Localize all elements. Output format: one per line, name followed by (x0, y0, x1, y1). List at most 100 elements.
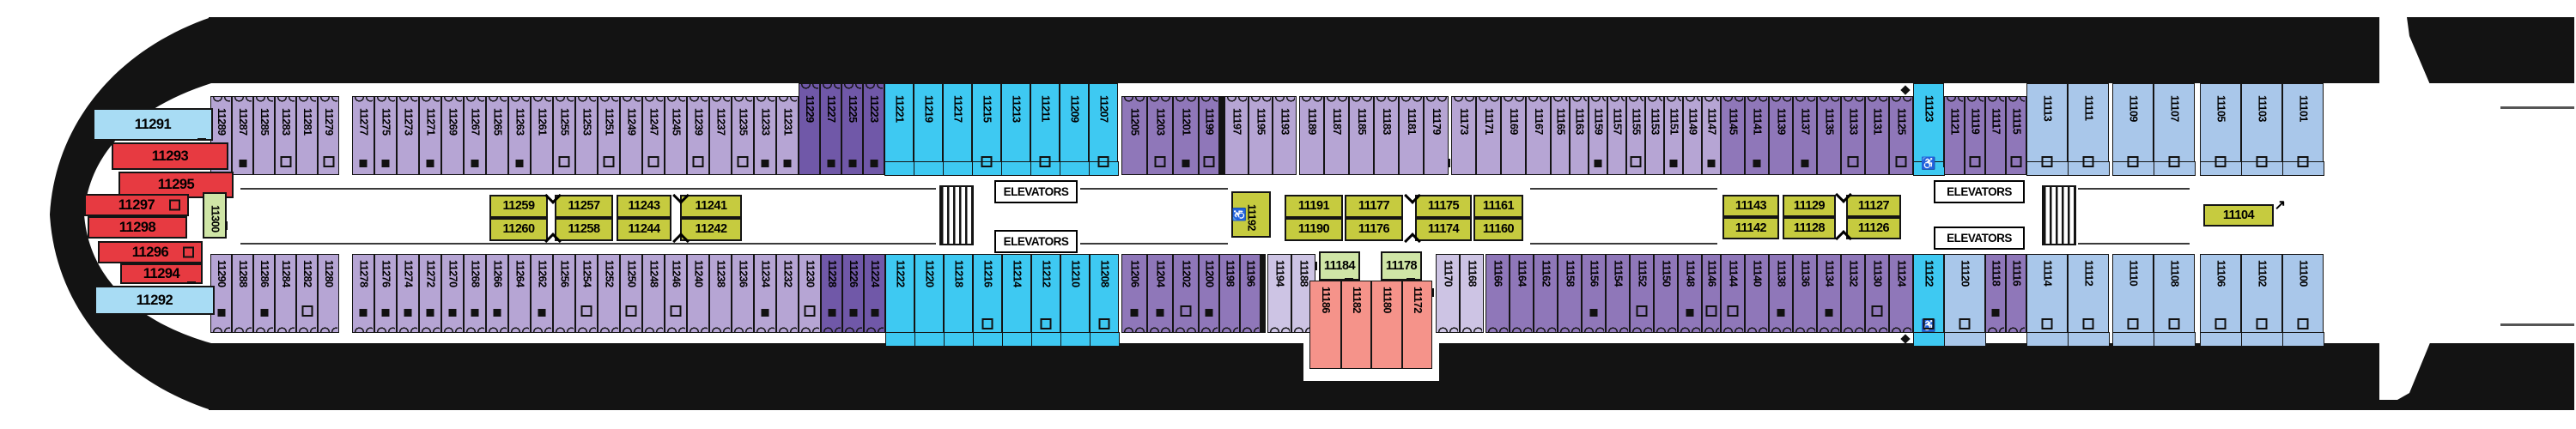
cabin-11277: 11277 (352, 96, 374, 175)
cabin-number: 11154 (1612, 260, 1625, 287)
open-square-icon (169, 199, 180, 211)
open-square-icon (2297, 156, 2309, 167)
cabin-number: 11177 (1358, 199, 1390, 214)
balcony-arc (488, 97, 507, 104)
filled-square-icon (426, 309, 434, 317)
cabin-number: 11161 (1482, 199, 1515, 214)
cabin-number: 11134 (1823, 260, 1836, 287)
cabin-number: 11241 (695, 199, 727, 214)
cabin-number: 11270 (447, 260, 459, 287)
filled-square-icon (260, 309, 268, 317)
cabin-11200: 11200 (1199, 254, 1219, 333)
cabin-number: 11120 (1959, 260, 1971, 287)
open-square-icon (1847, 156, 1859, 167)
cabin-11238: 11238 (709, 254, 732, 333)
cabin-11128: 11128 (1783, 217, 1836, 239)
cabin-number: 11284 (279, 260, 292, 287)
cabin-number: 11104 (2222, 208, 2255, 222)
cabin-number: 11216 (981, 260, 994, 287)
cabin-number: 11144 (1727, 260, 1740, 287)
cabin-11137: 11137 (1793, 96, 1817, 175)
cabin-11177: 11177 (1345, 195, 1403, 218)
balcony-arc (1326, 97, 1347, 104)
balcony-arc (443, 97, 462, 104)
filled-square-icon (493, 309, 501, 317)
cabin-number: 11166 (1492, 260, 1504, 287)
cabin-number: 11133 (1847, 108, 1860, 135)
filled-square-icon (1594, 160, 1602, 167)
filled-square-icon (471, 160, 479, 167)
cabin-number: 11209 (1068, 95, 1081, 123)
cabin-11146: 11146 (1702, 254, 1721, 333)
cabin-number: 11151 (1668, 108, 1680, 135)
pointer-arrow-icon: ↗ (2274, 198, 2286, 213)
filled-square-icon (1669, 160, 1678, 167)
cabin-number: 11178 (1385, 258, 1418, 273)
cabin-number: 11109 (2127, 95, 2140, 122)
filled-square-icon (783, 160, 792, 167)
cabin-11228: 11228 (821, 254, 842, 333)
cabin-number: 11262 (536, 260, 549, 287)
balcony-arc (1722, 97, 1743, 104)
balcony-arc (1425, 97, 1447, 104)
cabin-number: 11165 (1554, 108, 1567, 135)
cabin-number: 11143 (1735, 198, 1767, 213)
cabin-number: 11130 (1871, 260, 1884, 287)
cabin-11174: 11174 (1415, 218, 1472, 241)
cabin-11102: 11102 (2240, 254, 2283, 347)
cabin-11287: 11287 (232, 96, 255, 175)
cabin-11159: 11159 (1589, 96, 1607, 175)
open-square-icon (2168, 318, 2180, 329)
cabin-11112: 11112 (2067, 254, 2110, 347)
balcony-arc (532, 325, 551, 332)
cabin-11155: 11155 (1626, 96, 1645, 175)
balcony-strip (2026, 331, 2069, 347)
balcony-arc (1747, 325, 1767, 332)
filled-square-icon (827, 160, 835, 167)
open-square-icon (2041, 318, 2053, 329)
cabin-11225: 11225 (841, 83, 863, 175)
cabin-number: 11115 (2010, 108, 2023, 135)
cabin-11267: 11267 (464, 96, 488, 175)
cabin-number: 11297 (118, 196, 155, 213)
open-square-icon (692, 156, 704, 167)
cabin-11117: 11117 (1985, 96, 2006, 175)
cabin-number: 11195 (1255, 108, 1267, 135)
cabin-number: 11215 (981, 95, 993, 123)
cabin-11129: 11129 (1783, 195, 1836, 217)
balcony-arc (319, 325, 337, 332)
cabin-number: 11204 (1154, 260, 1167, 287)
cabin-11288: 11288 (232, 254, 253, 333)
balcony-arc (276, 325, 295, 332)
cabin-11154: 11154 (1606, 254, 1631, 333)
elevators-label: ELEVATORS (1947, 232, 2012, 245)
bow-shape (50, 17, 211, 410)
balcony-arc (1680, 325, 1700, 332)
cabin-number: 11251 (603, 108, 616, 136)
balcony-arc (1722, 325, 1743, 332)
cabin-11258: 11258 (555, 218, 613, 241)
open-square-icon (1705, 305, 1717, 317)
cabin-number: 11191 (1297, 199, 1330, 214)
cabin-11151: 11151 (1664, 96, 1683, 175)
cabin-11196: 11196 (1240, 254, 1261, 333)
balcony-arc (1552, 97, 1568, 104)
cabin-number: 11264 (513, 260, 526, 287)
cabin-number: 11160 (1482, 222, 1515, 237)
balcony-strip (2067, 331, 2110, 347)
balcony-arc (823, 325, 841, 332)
cabin-11222: 11222 (884, 254, 915, 347)
cabin-number: 11126 (1857, 221, 1890, 235)
cabin-number: 11168 (1466, 260, 1479, 287)
cabin-number: 11295 (157, 177, 195, 193)
open-square-icon (1203, 156, 1215, 167)
open-square-icon (1636, 305, 1648, 317)
cabin-number: 11138 (1775, 260, 1788, 287)
cabin-11161: 11161 (1473, 195, 1523, 218)
cabin-number: 11112 (2082, 260, 2095, 287)
cabin-11184: 11184 (1319, 251, 1360, 281)
balcony-arc (2008, 325, 2025, 332)
cabin-11283: 11283 (275, 96, 296, 175)
